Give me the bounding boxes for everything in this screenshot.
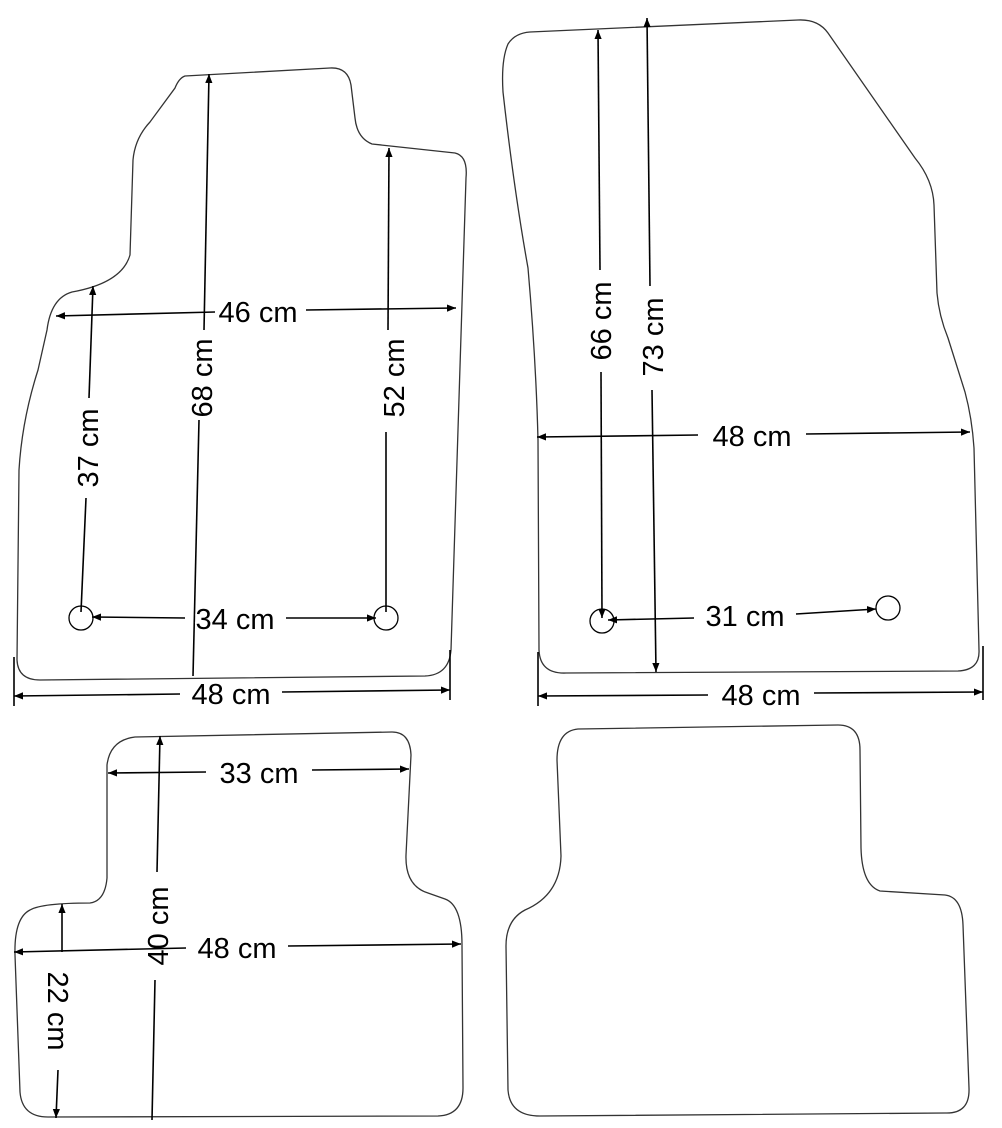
label-rear-left-length-step: 22 cm (41, 972, 73, 1051)
label-front-right-length-inner: 66 cm (586, 282, 618, 361)
rear-right-mat-outline (505, 724, 970, 1117)
label-front-left-width-top: 46 cm (219, 297, 298, 329)
dim-line-46-left (55, 311, 216, 320)
label-front-right-length-outer: 73 cm (638, 298, 670, 377)
dim-line-48-rear-left (13, 947, 187, 956)
front-right-mat: 66 cm 73 cm 48 cm 31 cm 48 cm (501, 17, 984, 714)
label-rear-left-width-top: 33 cm (220, 758, 299, 790)
dim-line-68-top (203, 73, 213, 331)
dim-line-66-top (594, 29, 602, 271)
front-left-mat: 46 cm 68 cm 52 cm 37 cm 34 cm 48 cm (13, 67, 467, 713)
dim-line-48-bottom-left (537, 692, 709, 700)
front-right-mat-outline (501, 19, 980, 674)
dim-line-40-top (156, 735, 164, 873)
dim-line-33-right (311, 765, 410, 773)
dim-line-22-bottom (52, 1069, 60, 1119)
dim-line-31-left (607, 616, 695, 624)
label-front-right-hole-spacing: 31 cm (706, 601, 785, 633)
dim-line-48-mid-right (805, 428, 971, 436)
rear-left-mat-outline (14, 731, 464, 1118)
label-front-left-hole-spacing: 34 cm (196, 604, 275, 636)
dim-line-68-bottom (192, 419, 200, 677)
rear-left-mat: 33 cm 40 cm 48 cm 22 cm (13, 731, 464, 1121)
dim-line-66-bottom (598, 371, 606, 619)
dim-line-73-bottom (651, 389, 660, 673)
dim-line-46-right (305, 304, 457, 312)
dim-line-52-top (385, 147, 393, 331)
rear-right-mat (505, 724, 970, 1117)
label-front-left-length-left: 37 cm (73, 409, 105, 488)
label-front-left-length-right: 52 cm (379, 339, 411, 418)
dim-line-40-bottom (151, 979, 156, 1121)
dim-line-48-right (281, 686, 451, 694)
front-right-hole-right (875, 595, 901, 621)
dim-line-48-mid-left (536, 433, 699, 441)
label-front-left-width-bottom: 48 cm (192, 679, 271, 711)
label-rear-left-length: 40 cm (143, 887, 175, 966)
dim-line-48-bottom-right (813, 688, 984, 696)
front-left-mat-outline (16, 67, 467, 681)
dim-line-37-top (88, 285, 97, 399)
dim-line-31-right (795, 605, 877, 615)
dim-line-33-left (107, 769, 207, 777)
label-rear-left-width: 48 cm (198, 933, 277, 965)
dim-line-48-rear-right (287, 940, 462, 948)
label-front-left-length-center: 68 cm (187, 339, 219, 418)
dim-line-34-left (91, 613, 186, 621)
dim-line-73-top (643, 17, 651, 287)
label-front-right-width-middle: 48 cm (713, 421, 792, 453)
dim-line-48-left (13, 692, 181, 700)
dim-line-37-bottom (80, 497, 87, 613)
label-front-right-width-bottom: 48 cm (722, 680, 801, 712)
